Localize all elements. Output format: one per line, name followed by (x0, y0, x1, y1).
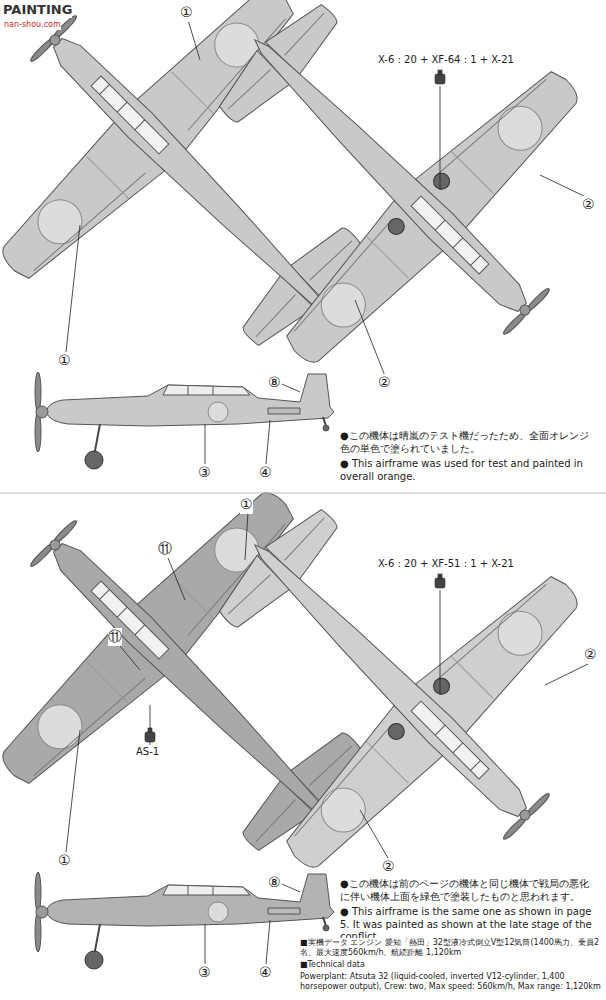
callout-number: ① (180, 4, 193, 22)
note-text: ●この機体は前のページの機体と同じ機体で戦局の悪化に伴い機体上面を緑色で塗装した… (340, 878, 598, 903)
callout-number: ④ (259, 964, 272, 982)
watermark: PAINTING (3, 2, 72, 18)
callout-number: ② (378, 374, 391, 392)
callout-number: ① (58, 352, 71, 370)
paint-mix: X-6 : 20 + XF-64 : 1 + X-21 (378, 54, 514, 67)
technical-data: ■Technical data (300, 960, 602, 970)
callout-number: ② (582, 196, 595, 214)
callout-number: ④ (259, 464, 272, 482)
paint-mix: X-6 : 20 + XF-51 : 1 + X-21 (378, 558, 514, 571)
callout-number: ⑧ (268, 874, 281, 892)
callout-number: ⑧ (268, 374, 281, 392)
technical-data: Powerplant: Atsuta 32 (liquid-cooled, in… (300, 972, 602, 992)
callout-number: ① (58, 852, 71, 870)
callout-number: ⑪ (108, 628, 122, 646)
callout-number: ⑪ (158, 540, 172, 558)
note-text: ● This airframe was used for test and pa… (340, 458, 598, 483)
watermark: nan-shou.com (4, 20, 61, 30)
paint-code: AS-1 (136, 746, 159, 759)
callout-number: ③ (198, 464, 211, 482)
callout-number: ② (584, 646, 597, 664)
callout-number: ① (240, 496, 253, 514)
note-text: ●この機体は晴嵐のテスト機だったため、全面オレンジ色の単色で塗られていました。 (340, 430, 598, 455)
callout-number: ③ (198, 964, 211, 982)
callout-number: ② (382, 858, 395, 876)
technical-data: ■実機データ エンジン 愛知「熱田」32型液冷式倒立V型12気筒(1400馬力、… (300, 938, 602, 958)
